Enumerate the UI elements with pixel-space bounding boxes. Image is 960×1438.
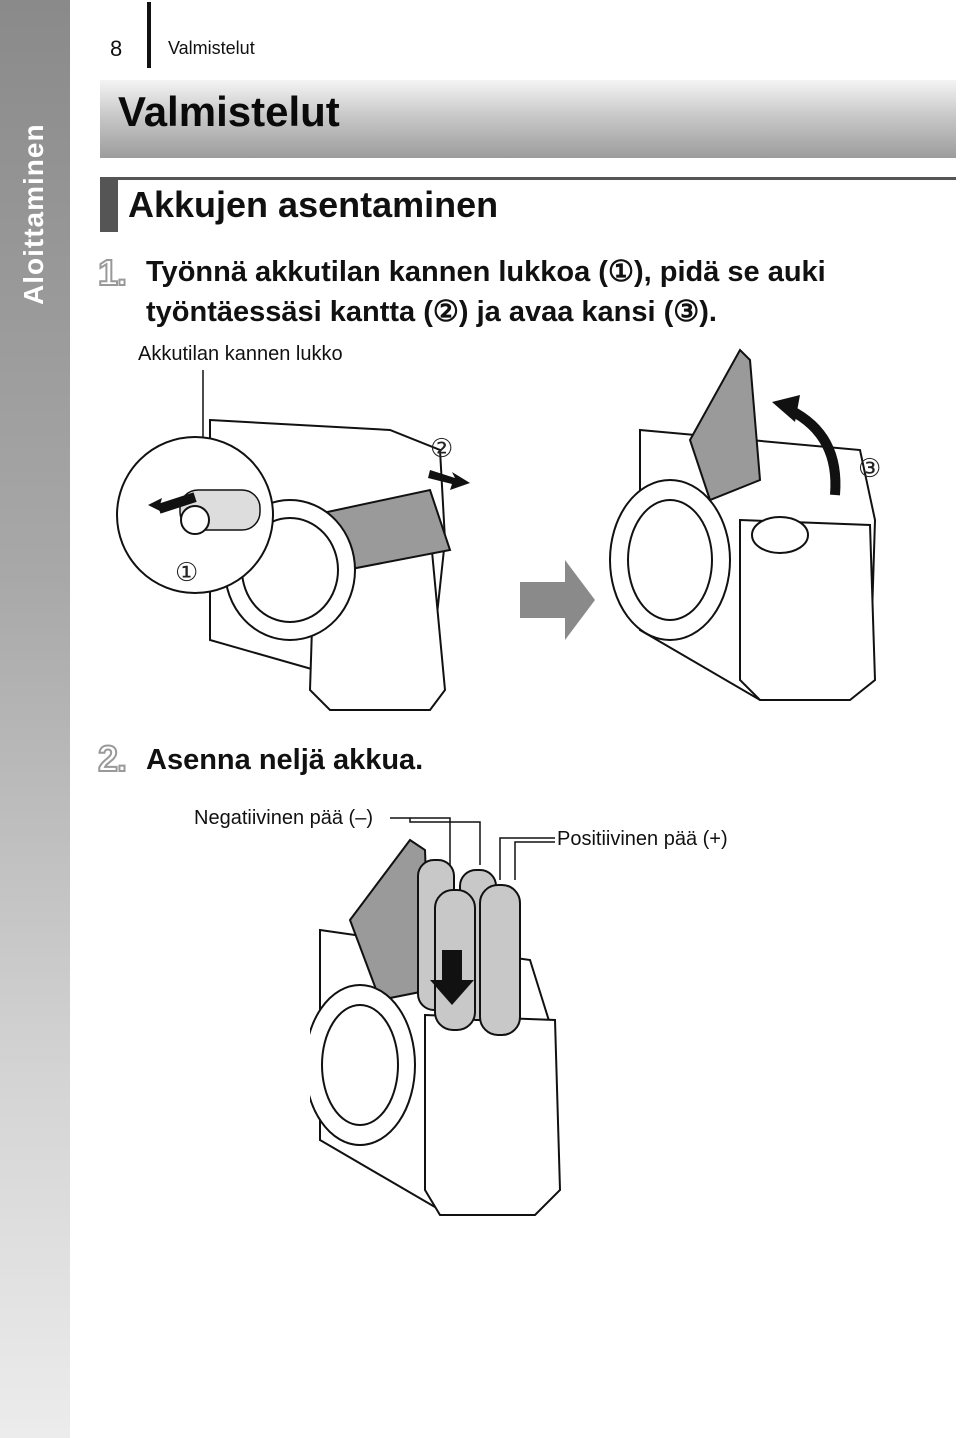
section-rule [118,177,956,180]
lock-label: Akkutilan kannen lukko [138,343,343,365]
section-marker [100,177,118,232]
callout-mark-1: ① [175,558,199,588]
running-head: Valmistelut [168,38,255,58]
battery-insertion-illustration [310,817,562,1216]
step-1-number: 1. [97,251,128,294]
callout-mark-2: ② [430,434,454,464]
header-divider [147,2,151,68]
title-band [100,80,956,158]
step-1-line-2: työntäessäsi kantta (②) ja avaa kansi (③… [146,296,717,328]
page-title: Valmistelut [118,88,340,135]
positive-end-label: Positiivinen pää (+) [557,828,728,850]
battery-cover-illustration [116,348,877,711]
step-1-line-1: Työnnä akkutilan kannen lukkoa (①), pidä… [146,256,826,288]
side-chapter-tab: Aloittaminen [0,0,70,1438]
negative-end-label: Negatiivinen pää (–) [194,807,373,829]
step-2-text: Asenna neljä akkua. [146,744,424,776]
page-number: 8 [110,36,123,61]
callout-mark-3: ③ [858,454,882,484]
section-title: Akkujen asentaminen [128,184,499,225]
side-chapter-label: Aloittaminen [18,123,49,305]
step-2-number: 2. [97,737,128,780]
